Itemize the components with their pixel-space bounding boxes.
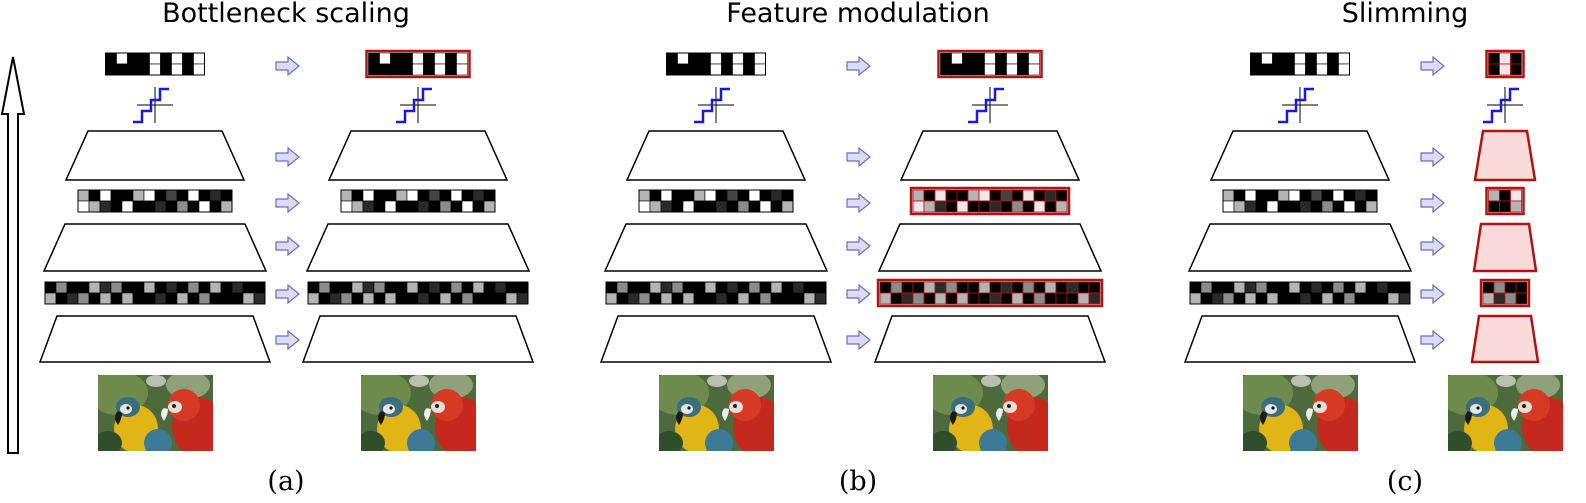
highlight-frame bbox=[909, 186, 1071, 216]
right-arrow-icon bbox=[275, 235, 300, 257]
right-arrow-icon bbox=[275, 55, 300, 77]
parrots-photo bbox=[98, 375, 213, 451]
feature-map bbox=[605, 281, 827, 305]
panel-title: Slimming bbox=[1342, 0, 1469, 29]
feature-map bbox=[876, 278, 1104, 308]
right-arrow-icon bbox=[846, 329, 871, 351]
right-arrow-icon bbox=[846, 283, 871, 305]
right-arrow-icon bbox=[275, 192, 300, 214]
conv-layer bbox=[873, 315, 1107, 363]
right-arrow-icon bbox=[846, 235, 871, 257]
parrots-photo bbox=[1448, 375, 1563, 451]
panel-modulation: Feature modulation (b) bbox=[599, 0, 1107, 497]
conv-layer bbox=[64, 130, 246, 181]
source-column bbox=[599, 52, 833, 451]
panel-caption: (b) bbox=[839, 466, 877, 497]
parrots-photo bbox=[659, 375, 774, 451]
conv-layer bbox=[877, 223, 1103, 272]
transition-arrows bbox=[846, 55, 871, 351]
highlight-frame bbox=[1485, 186, 1525, 216]
panel-caption: (a) bbox=[267, 466, 304, 497]
target-column bbox=[873, 49, 1107, 451]
target-column bbox=[301, 49, 535, 451]
source-column bbox=[38, 52, 272, 451]
feature-map bbox=[1189, 281, 1411, 305]
latent-bottleneck bbox=[365, 49, 471, 79]
conv-layer bbox=[1187, 223, 1413, 272]
transition-arrows bbox=[275, 55, 300, 351]
conv-layer bbox=[327, 130, 509, 181]
right-arrow-icon bbox=[1420, 55, 1445, 77]
latent-bottleneck bbox=[1485, 49, 1525, 79]
right-arrow-icon bbox=[275, 283, 300, 305]
highlight-frame bbox=[1479, 278, 1531, 308]
parrots-photo bbox=[361, 375, 476, 451]
highlight-frame bbox=[1485, 49, 1525, 79]
feature-map bbox=[77, 189, 233, 213]
right-arrow-icon bbox=[846, 146, 871, 168]
conv-layer bbox=[38, 315, 272, 363]
conv-layer bbox=[1183, 315, 1417, 363]
panel-scaling: Bottleneck scaling (a) bbox=[38, 0, 535, 497]
feature-map bbox=[307, 281, 529, 305]
right-arrow-icon bbox=[1420, 146, 1445, 168]
feature-map bbox=[1479, 278, 1531, 308]
panel-title: Bottleneck scaling bbox=[162, 0, 410, 29]
source-column bbox=[1183, 52, 1417, 451]
highlight-frame bbox=[937, 49, 1043, 79]
conv-layer bbox=[42, 223, 268, 272]
conv-layer bbox=[305, 223, 531, 272]
conv-layer bbox=[1472, 222, 1538, 273]
conv-layer bbox=[599, 315, 833, 363]
feature-map bbox=[1222, 189, 1378, 213]
panels-layer: Bottleneck scaling (a) Feature modulation (… bbox=[38, 0, 1563, 497]
staircase-quantizer-icon bbox=[1483, 87, 1523, 124]
right-arrow-icon bbox=[275, 146, 300, 168]
staircase-quantizer-icon bbox=[1278, 87, 1318, 124]
highlight-frame bbox=[876, 278, 1104, 308]
right-arrow-icon bbox=[275, 329, 300, 351]
conv-layer bbox=[1473, 129, 1537, 182]
right-arrow-icon bbox=[1420, 329, 1445, 351]
conv-layer bbox=[625, 130, 807, 181]
feature-map bbox=[638, 189, 794, 213]
staircase-quantizer-icon bbox=[396, 87, 436, 124]
conv-layer bbox=[301, 315, 535, 363]
panel-caption: (c) bbox=[1387, 466, 1423, 497]
panel-slimming: Slimming (c) bbox=[1183, 0, 1563, 497]
feature-map bbox=[44, 281, 266, 305]
feature-map bbox=[340, 189, 496, 213]
right-arrow-icon bbox=[846, 55, 871, 77]
latent-bottleneck bbox=[666, 52, 766, 76]
right-arrow-icon bbox=[1420, 192, 1445, 214]
latent-bottleneck bbox=[105, 52, 205, 76]
right-arrow-icon bbox=[1420, 235, 1445, 257]
right-arrow-icon bbox=[1420, 283, 1445, 305]
conv-layer bbox=[899, 130, 1081, 181]
latent-bottleneck bbox=[1250, 52, 1350, 76]
conv-layer bbox=[1209, 130, 1391, 181]
target-column bbox=[1448, 49, 1563, 451]
latent-bottleneck bbox=[937, 49, 1043, 79]
panel-title: Feature modulation bbox=[726, 0, 989, 29]
transition-arrows bbox=[1420, 55, 1445, 351]
upward-arrow-icon bbox=[0, 56, 26, 454]
parrots-photo bbox=[933, 375, 1048, 451]
highlight-frame bbox=[365, 49, 471, 79]
feature-map bbox=[1485, 186, 1525, 216]
feature-map bbox=[909, 186, 1071, 216]
staircase-quantizer-icon bbox=[133, 87, 173, 124]
parrots-photo bbox=[1243, 375, 1358, 451]
right-arrow-icon bbox=[846, 192, 871, 214]
staircase-quantizer-icon bbox=[694, 87, 734, 124]
conv-layer bbox=[603, 223, 829, 272]
staircase-quantizer-icon bbox=[968, 87, 1008, 124]
conv-layer bbox=[1470, 314, 1540, 364]
